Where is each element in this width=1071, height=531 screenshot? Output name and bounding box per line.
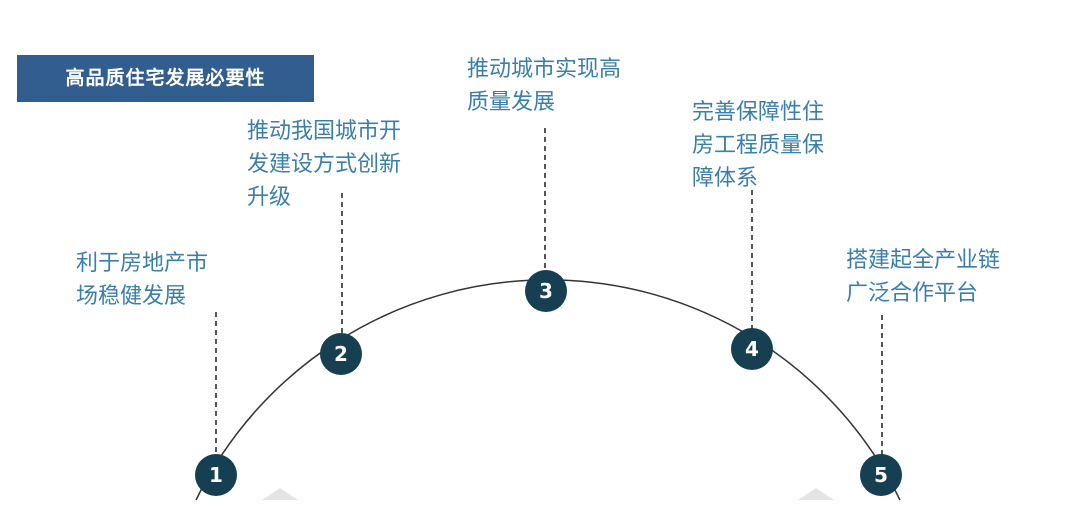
item-label-4: 完善保障性住 房工程质量保 障体系 (692, 100, 825, 191)
node-number-3: 3 (539, 279, 553, 303)
decor-triangle-left (262, 488, 298, 500)
node-4 (731, 328, 773, 370)
node-number-1: 1 (209, 463, 223, 487)
node-5 (860, 454, 902, 496)
node-3 (525, 270, 567, 312)
node-2 (320, 333, 362, 375)
decor-triangle-right (798, 488, 834, 500)
item-label-5: 搭建起全产业链 广泛合作平台 (846, 248, 1001, 306)
item-label-1: 利于房地产市 场稳健发展 (76, 251, 209, 309)
node-number-2: 2 (334, 342, 348, 366)
title-banner: 高品质住宅发展必要性 (17, 55, 314, 102)
node-number-5: 5 (874, 463, 888, 487)
arc-line (195, 279, 901, 501)
node-number-4: 4 (745, 337, 759, 361)
item-label-3: 推动城市实现高 质量发展 (467, 57, 622, 115)
node-1 (195, 454, 237, 496)
item-label-2: 推动我国城市开 发建设方式创新 升级 (247, 119, 402, 210)
